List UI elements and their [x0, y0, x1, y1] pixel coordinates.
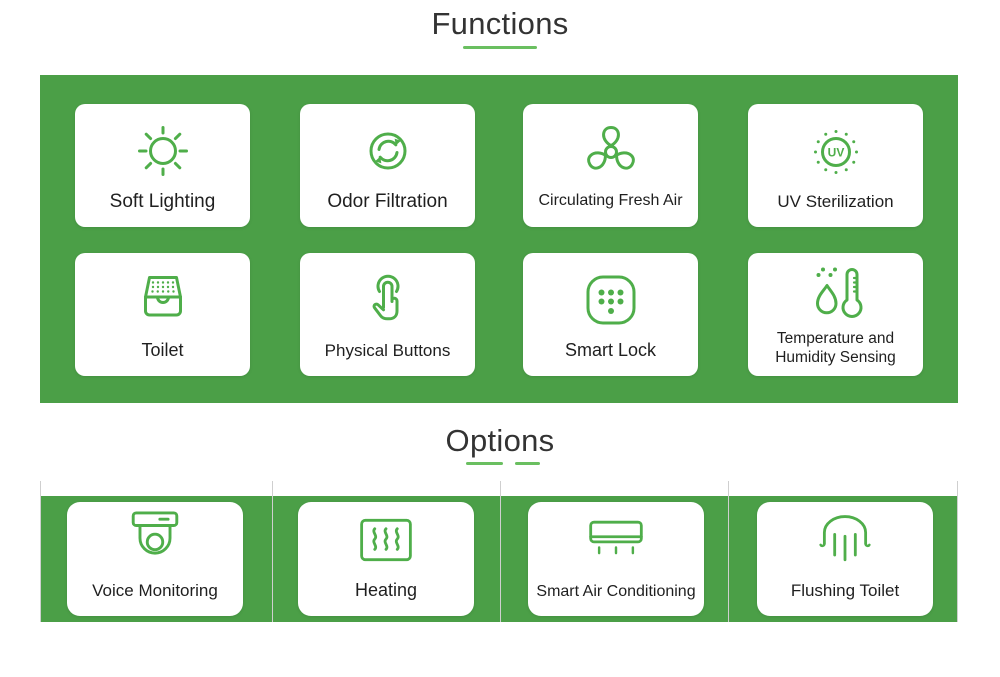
functions-title-underline: [463, 46, 537, 49]
options-section-title: Options: [445, 423, 555, 458]
function-card-label: Toilet: [141, 340, 184, 361]
uv-circle-icon: UV: [804, 120, 868, 184]
function-card-label: Circulating Fresh Air: [538, 192, 683, 210]
temperature-humidity-icon: [804, 262, 868, 326]
option-card-label: Heating: [354, 580, 418, 601]
column-divider: [272, 481, 273, 622]
keypad-lock-icon: [579, 268, 643, 332]
fan-icon: [579, 120, 643, 184]
function-card-soft-lighting: Soft Lighting: [75, 104, 250, 227]
option-card-label: Flushing Toilet: [790, 581, 900, 601]
heating-waves-icon: [356, 510, 416, 570]
options-panel: Voice Monitoring Heating: [40, 496, 958, 622]
air-conditioner-icon: [586, 510, 646, 570]
function-card-label: Physical Buttons: [324, 340, 451, 360]
function-card-temperature-humidity: Temperature and Humidity Sensing: [748, 253, 923, 376]
svg-text:UV: UV: [827, 145, 844, 159]
function-card-odor-filtration: Odor Filtration: [300, 104, 475, 227]
function-card-toilet: Toilet: [75, 253, 250, 376]
column-divider: [40, 481, 41, 622]
column-divider: [957, 481, 958, 622]
options-title-dash: [515, 462, 540, 465]
option-card-label: Voice Monitoring: [92, 581, 218, 601]
options-title-dash: [466, 462, 503, 465]
tap-hand-icon: [356, 269, 420, 333]
function-card-label: UV Sterilization: [777, 191, 894, 211]
function-card-label: Smart Lock: [564, 340, 657, 361]
refresh-circle-icon: [356, 119, 420, 183]
option-card-label: Smart Air Conditioning: [536, 582, 696, 600]
column-divider: [728, 481, 729, 622]
toilet-tray-icon: [131, 268, 195, 332]
function-card-physical-buttons: Physical Buttons: [300, 253, 475, 376]
option-card-smart-air-conditioning: Smart Air Conditioning: [528, 502, 704, 616]
option-card-flushing-toilet: Flushing Toilet: [757, 502, 933, 616]
sun-icon: [131, 119, 195, 183]
functions-section-title: Functions: [431, 6, 569, 41]
function-card-label: Soft Lighting: [109, 190, 216, 212]
option-card-heating: Heating: [298, 502, 474, 616]
function-card-label: Odor Filtration: [327, 190, 448, 212]
functions-panel: Soft Lighting Odor Filtration: [40, 75, 958, 403]
option-card-voice-monitoring: Voice Monitoring: [67, 502, 243, 616]
column-divider: [500, 481, 501, 622]
function-card-circulating-fresh-air: Circulating Fresh Air: [523, 104, 698, 227]
function-card-uv-sterilization: UV UV Sterilization: [748, 104, 923, 227]
dome-camera-icon: [124, 510, 186, 572]
function-card-label: Temperature and Humidity Sensing: [775, 329, 896, 366]
flushing-water-icon: [815, 510, 875, 570]
function-card-smart-lock: Smart Lock: [523, 253, 698, 376]
